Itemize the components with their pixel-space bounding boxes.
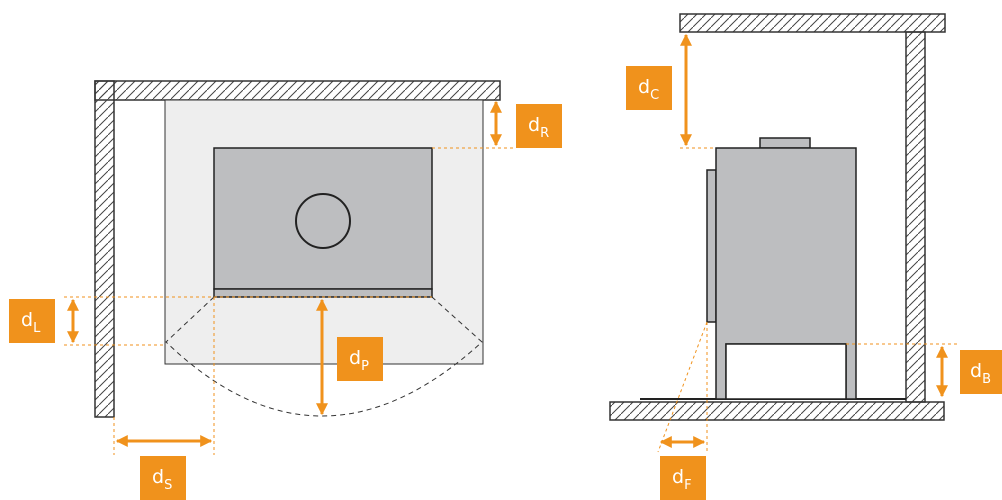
svg-text:dP: dP: [349, 347, 369, 374]
top-arrows: [67, 100, 502, 447]
svg-text:dF: dF: [672, 466, 692, 493]
rear-wall: [94, 80, 501, 101]
svg-text:dC: dC: [638, 76, 659, 103]
top-view: dR dL dP dS: [9, 80, 562, 500]
label-left: dL: [9, 299, 55, 343]
stove-top-collar: [759, 137, 811, 149]
left-wall: [94, 80, 115, 418]
label-rear: dR: [516, 104, 562, 148]
stove-door-profile: [706, 169, 717, 323]
label-ceiling: dC: [626, 66, 672, 110]
ceiling: [679, 13, 946, 33]
stove-door-edge: [213, 288, 433, 298]
floor: [609, 401, 945, 421]
label-base: dB: [960, 350, 1002, 394]
rear-wall-side: [905, 31, 926, 403]
side-guides: [657, 147, 958, 453]
stove-ash-compartment: [725, 343, 847, 400]
radiation-arc: [165, 296, 483, 417]
top-guides: [64, 147, 515, 455]
side-view-walls: [609, 13, 946, 421]
side-arrows: [659, 33, 948, 448]
svg-text:dR: dR: [528, 114, 549, 141]
svg-text:dL: dL: [21, 309, 41, 336]
flue-outlet: [295, 193, 351, 249]
side-view: dC dB dF: [609, 13, 1002, 500]
label-side: dS: [140, 456, 186, 500]
label-floor-front: dF: [660, 456, 706, 500]
svg-text:dB: dB: [970, 360, 991, 387]
top-view-walls: [94, 80, 501, 418]
svg-text:dS: dS: [152, 466, 172, 493]
label-front: dP: [337, 337, 383, 381]
